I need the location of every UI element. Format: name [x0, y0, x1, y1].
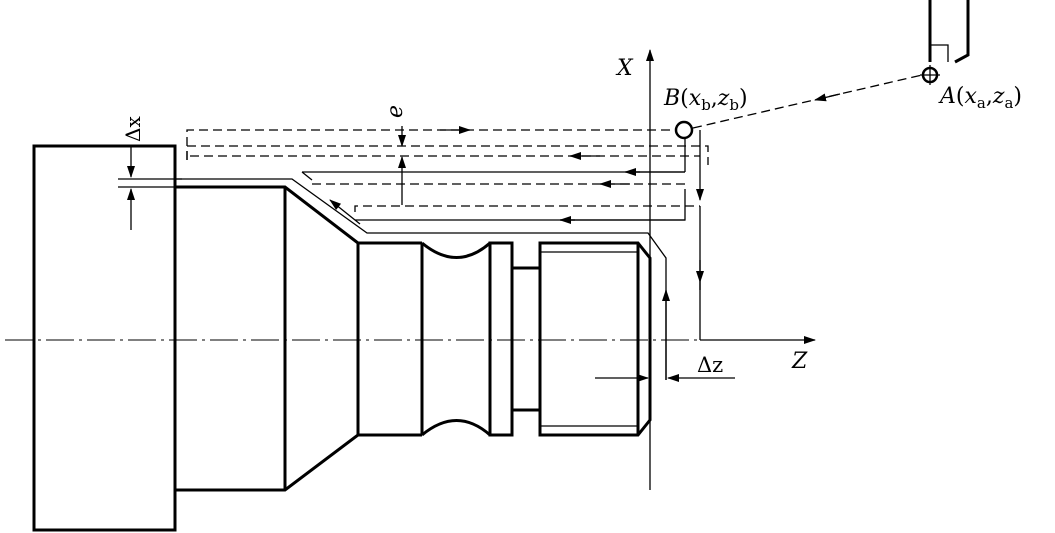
point-b-label: B(xb,zb) [663, 86, 748, 114]
point-a-label: A(xa,za) [938, 84, 1022, 112]
cutting-tool [928, 0, 970, 64]
rapid-moves [186, 74, 923, 212]
chuck [32, 144, 177, 532]
point-b-marker [674, 120, 694, 140]
dimension-e-label: e [383, 105, 408, 118]
z-axis-label: Z [791, 349, 808, 374]
dimension-dx-label: Δx [121, 116, 145, 142]
dimension-dz-label: Δz [697, 353, 723, 377]
allowance-contour [175, 178, 667, 380]
x-axis-label: X [615, 56, 634, 81]
dimension-dx [118, 145, 182, 230]
workpiece [175, 185, 652, 492]
roughing-passes [301, 130, 704, 380]
